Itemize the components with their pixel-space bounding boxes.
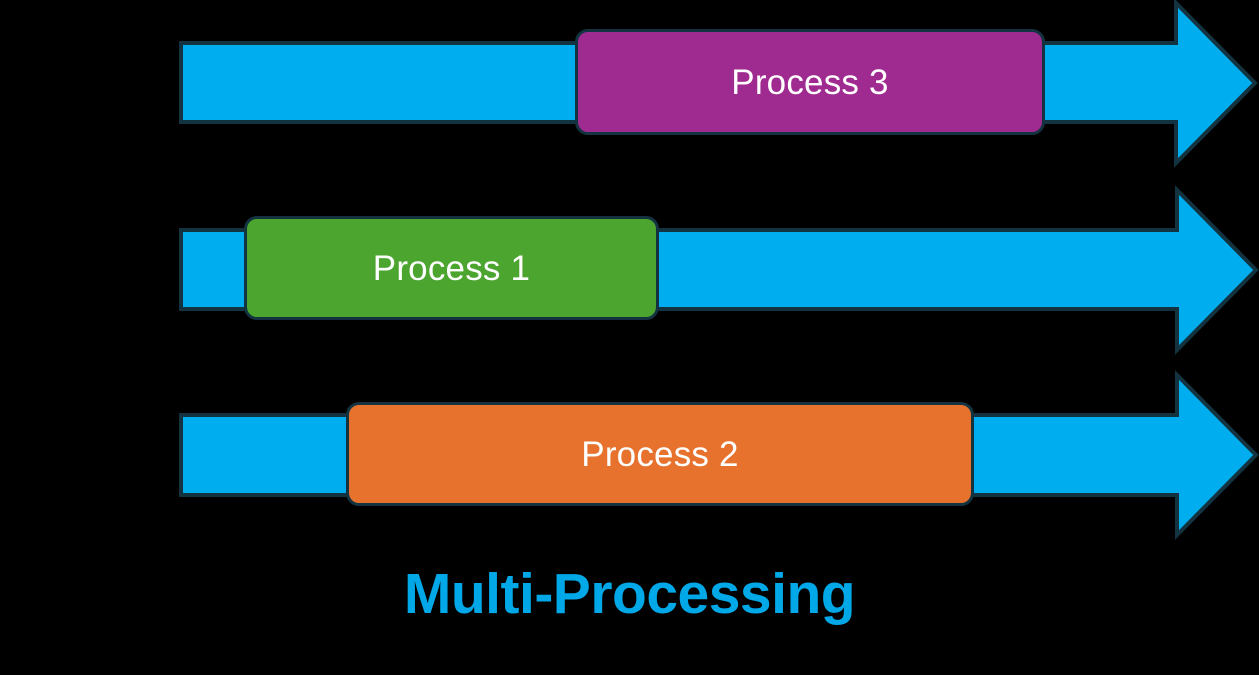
process-box-label: Process 3	[731, 62, 889, 102]
diagram-title: Multi-Processing	[403, 562, 856, 626]
process-box-process-3[interactable]: Process 3	[575, 29, 1045, 135]
process-box-label: Process 2	[581, 434, 739, 474]
process-box-label: Process 1	[372, 248, 531, 288]
process-box-process-1[interactable]: Process 1	[244, 216, 659, 320]
process-box-process-2[interactable]: Process 2	[346, 402, 974, 506]
